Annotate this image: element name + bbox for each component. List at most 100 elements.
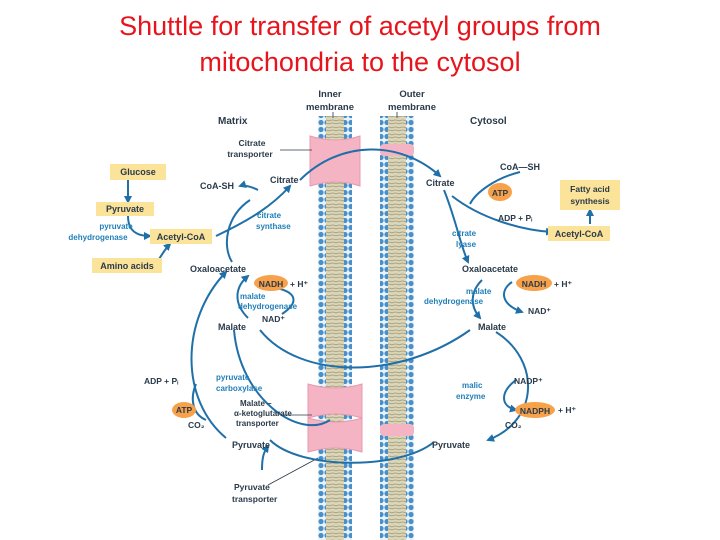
nadph-oval <box>515 402 555 418</box>
nad-matrix-label: NAD⁺ <box>262 314 285 324</box>
citrate-lyase-label-1: citrate <box>452 229 477 238</box>
arrow-citrate-to-acetylcoa <box>451 195 554 236</box>
pyruvate-matrix-label: Pyruvate <box>232 440 270 450</box>
atp-matrix-label: ATP <box>176 405 193 415</box>
citrate-synthase-label-2: synthase <box>256 222 291 231</box>
fas-label-2: synthesis <box>570 196 609 206</box>
pyruvate-box <box>96 202 154 216</box>
pyruvate-transporter <box>307 417 363 453</box>
outer-membrane-label-1: Outer <box>399 89 425 100</box>
malic-enzyme-label-2: enzyme <box>456 392 486 401</box>
citrate-transporter-label-2: transporter <box>227 149 273 159</box>
arrow-citrate-lyase <box>443 189 470 264</box>
inner-membrane-label-1: Inner <box>318 89 342 100</box>
cytosol-label: Cytosol <box>470 116 507 127</box>
arrow-malate-to-oaa <box>236 274 250 319</box>
arrow-pyruvate-to-oaa <box>190 270 228 439</box>
citrate-lyase-label-2: lyase <box>456 240 477 249</box>
fatty-acid-synthesis-box <box>560 180 620 210</box>
atp-cytosol-oval <box>488 183 512 201</box>
acetyl-coa-matrix-box <box>150 229 212 244</box>
outer-membrane-porin-top <box>380 144 414 156</box>
matrix-label: Matrix <box>218 116 248 127</box>
outer-membrane-porin-bottom <box>380 424 414 436</box>
arrow-coash-in <box>469 171 521 205</box>
malate-ketoglutarate-transporter <box>307 383 363 419</box>
arrow-atp-loop <box>191 383 207 421</box>
arrow-pyruvate-return <box>269 439 435 464</box>
mdh-cytosol-label-2: dehydrogenase <box>424 297 484 306</box>
arrow-cytosol-oaa-to-malate <box>471 279 483 320</box>
mdh-matrix-label-1: malate <box>240 292 266 301</box>
amino-acids-label: Amino acids <box>100 261 154 271</box>
arrow-citrate-export <box>299 148 442 181</box>
outer-membrane <box>380 116 414 540</box>
atp-cytosol-label: ATP <box>492 188 509 198</box>
pyruvate-box-label: Pyruvate <box>106 204 144 214</box>
pyruvate-cytosol-label: Pyruvate <box>432 440 470 450</box>
arrow-cytosol-malate-to-pyruvate <box>486 331 530 442</box>
malic-enzyme-label-1: malic <box>462 381 483 390</box>
arrow-cytosol-nadh-loop <box>503 281 524 314</box>
acetyl-coa-cytosol-label: Acetyl-CoA <box>555 229 604 239</box>
h-plus-cytosol-label: + H⁺ <box>554 279 572 289</box>
coa-sh-cytosol-label: CoA—SH <box>500 162 540 172</box>
nadp-label: NADP⁺ <box>514 376 543 386</box>
glucose-box <box>110 164 166 180</box>
slide-title: Shuttle for transfer of acetyl groups fr… <box>0 8 720 80</box>
citrate-synthase-label-1: citrate <box>257 211 282 220</box>
arrow-malic-enzyme-nadp <box>503 379 518 413</box>
title-line-1: Shuttle for transfer of acetyl groups fr… <box>119 11 601 41</box>
adp-pi-matrix-label: ADP + Pᵢ <box>144 376 178 386</box>
pdh-label-2: dehydrogenase <box>68 233 128 242</box>
malate-cytosol-label: Malate <box>478 322 506 332</box>
pdh-label-1: pyruvate <box>99 222 133 231</box>
citrate-matrix-label: Citrate <box>270 175 299 185</box>
pc-label-2: carboxylase <box>216 384 263 393</box>
nad-cytosol-label: NAD⁺ <box>528 306 551 316</box>
inner-membrane-label-2: membrane <box>306 102 354 113</box>
amino-acids-box <box>92 258 162 273</box>
acetyl-coa-cytosol-box <box>548 226 610 241</box>
nadh-cytosol-label: NADH <box>522 279 547 289</box>
arrow-pyruvate-acetylcoa <box>127 215 152 240</box>
outer-membrane-label-2: membrane <box>388 102 436 113</box>
nadh-matrix-oval <box>254 275 288 291</box>
title-line-2: mitochondria to the cytosol <box>199 47 521 77</box>
nadh-matrix-label: NADH <box>259 279 284 289</box>
oxaloacetate-matrix-label: Oxaloacetate <box>190 264 246 274</box>
nadh-cytosol-oval <box>516 275 552 291</box>
malate-transporter-label-1: Malate – <box>240 399 272 408</box>
adp-pi-cytosol-label: ADP + Pᵢ <box>498 213 532 223</box>
arrow-lower-loop <box>233 329 331 426</box>
citrate-transporter <box>309 135 361 187</box>
h-plus-matrix-label: + H⁺ <box>290 279 308 289</box>
oxaloacetate-cytosol-label: Oxaloacetate <box>462 264 518 274</box>
pc-label-1: pyruvate <box>216 373 250 382</box>
arrow-pyruvate-transport <box>261 444 270 471</box>
pyruvate-transporter-pointer <box>267 457 319 486</box>
h-plus-nadph-label: + H⁺ <box>558 405 576 415</box>
pyruvate-transporter-label-2: transporter <box>232 494 278 504</box>
arrow-oaa-to-citrate <box>225 199 251 263</box>
glucose-label: Glucose <box>120 167 156 177</box>
malate-transporter-label-2: α-ketoglutarate <box>234 409 292 418</box>
arrow-citrate-synthase <box>215 184 292 237</box>
pyruvate-transporter-label-1: Pyruvate <box>234 482 270 492</box>
arrow-malate-export <box>259 329 471 369</box>
co2-cytosol-label: CO₂ <box>505 420 522 430</box>
arrow-coash-release <box>238 180 259 191</box>
coa-sh-matrix-label: CoA-SH <box>200 181 234 191</box>
atp-matrix-oval <box>172 402 196 418</box>
malate-matrix-label: Malate <box>218 322 246 332</box>
nadph-label: NADPH <box>520 406 550 416</box>
fas-label-1: Fatty acid <box>570 184 610 194</box>
acetyl-coa-matrix-label: Acetyl-CoA <box>157 232 206 242</box>
malate-transporter-label-3: transporter <box>236 419 279 428</box>
mdh-matrix-label-2: dehydrogenase <box>238 302 298 311</box>
mdh-cytosol-label-1: malate <box>466 287 492 296</box>
citrate-cytosol-label: Citrate <box>426 178 455 188</box>
citrate-transporter-label-1: Citrate <box>239 138 266 148</box>
co2-matrix-label: CO₂ <box>188 420 205 430</box>
